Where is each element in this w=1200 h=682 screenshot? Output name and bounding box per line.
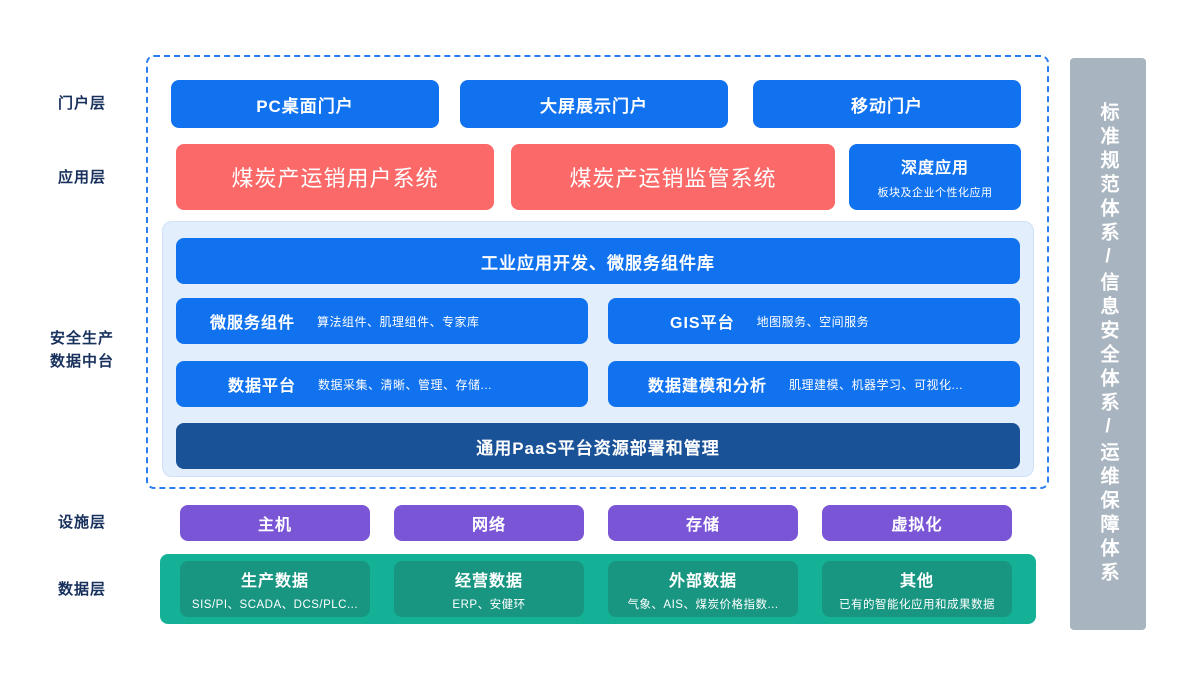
infra-box-host[interactable]: 主机 xyxy=(180,505,370,541)
midend-card-data-platform-content: 数据平台 数据采集、清晰、管理、存储... xyxy=(176,372,588,396)
infra-box-network-label: 网络 xyxy=(471,517,506,534)
row-label-data-midend-line2: 数据中台 xyxy=(49,353,114,370)
app-box-supervision-system-label: 煤炭产运销监管系统 xyxy=(569,166,777,191)
data-box-external-label: 外部数据 xyxy=(668,572,737,590)
infra-box-storage-label: 存储 xyxy=(685,517,720,534)
portal-box-mobile[interactable]: 移动门户 xyxy=(753,80,1021,128)
row-label-application-text: 应用层 xyxy=(57,169,106,186)
midend-card-gis-platform-label: GIS平台 xyxy=(670,315,735,332)
app-box-user-system[interactable]: 煤炭产运销用户系统 xyxy=(176,144,494,210)
midend-card-data-modeling-analysis[interactable]: 数据建模和分析 肌理建模、机器学习、可视化... xyxy=(608,361,1020,407)
midend-card-gis-platform[interactable]: GIS平台 地图服务、空间服务 xyxy=(608,298,1020,344)
midend-card-data-modeling-analysis-content: 数据建模和分析 肌理建模、机器学习、可视化... xyxy=(608,372,1020,396)
midend-card-data-modeling-analysis-sub: 肌理建模、机器学习、可视化... xyxy=(789,377,964,392)
data-box-other[interactable]: 其他 已有的智能化应用和成果数据 xyxy=(822,561,1012,617)
data-box-production-sub: SIS/PI、SCADA、DCS/PLC... xyxy=(191,598,359,611)
midend-bar-industrial-app-dev-label: 工业应用开发、微服务组件库 xyxy=(481,253,715,273)
row-label-data-text: 数据层 xyxy=(57,581,106,598)
portal-box-pc-desktop-label: PC桌面门户 xyxy=(256,96,354,116)
data-box-other-sub: 已有的智能化应用和成果数据 xyxy=(839,598,995,611)
midend-card-gis-platform-content: GIS平台 地图服务、空间服务 xyxy=(608,309,1020,333)
standards-security-operations-sidebar: 标准规范体系/信息安全体系/运维保障体系 xyxy=(1070,58,1146,630)
midend-card-data-platform-sub: 数据采集、清晰、管理、存储... xyxy=(318,377,493,392)
infra-box-host-label: 主机 xyxy=(257,517,292,534)
midend-bar-industrial-app-dev[interactable]: 工业应用开发、微服务组件库 xyxy=(176,238,1020,284)
row-label-application: 应用层 xyxy=(22,166,142,189)
row-label-infrastructure-text: 设施层 xyxy=(57,514,106,531)
app-box-deep-application[interactable]: 深度应用 板块及企业个性化应用 xyxy=(849,144,1021,210)
portal-box-large-screen-label: 大屏展示门户 xyxy=(540,96,648,116)
data-box-operations[interactable]: 经营数据 ERP、安健环 xyxy=(394,561,584,617)
infra-box-virtualization[interactable]: 虚拟化 xyxy=(822,505,1012,541)
portal-box-large-screen[interactable]: 大屏展示门户 xyxy=(460,80,728,128)
app-box-supervision-system[interactable]: 煤炭产运销监管系统 xyxy=(511,144,835,210)
portal-box-pc-desktop[interactable]: PC桌面门户 xyxy=(171,80,439,128)
platform-dashed-container xyxy=(146,55,1049,489)
portal-box-mobile-label: 移动门户 xyxy=(851,96,923,116)
data-box-external-sub: 气象、AIS、煤炭价格指数... xyxy=(627,598,779,611)
infra-box-storage[interactable]: 存储 xyxy=(608,505,798,541)
row-label-data-midend-line1: 安全生产 xyxy=(49,330,114,347)
standards-security-operations-sidebar-label: 标准规范体系/信息安全体系/运维保障体系 xyxy=(1097,102,1119,586)
midend-card-microservice-components-content: 微服务组件 算法组件、肌理组件、专家库 xyxy=(176,309,588,333)
midend-card-microservice-components-sub: 算法组件、肌理组件、专家库 xyxy=(317,314,480,329)
midend-card-data-modeling-analysis-label: 数据建模和分析 xyxy=(648,378,768,395)
row-label-portal: 门户层 xyxy=(22,92,142,115)
row-label-data: 数据层 xyxy=(22,578,142,601)
row-label-data-midend: 安全生产 数据中台 xyxy=(22,327,142,373)
row-label-infrastructure: 设施层 xyxy=(22,511,142,534)
app-box-deep-application-label: 深度应用 xyxy=(900,160,969,177)
midend-bar-paas-platform[interactable]: 通用PaaS平台资源部署和管理 xyxy=(176,423,1020,469)
data-box-operations-label: 经营数据 xyxy=(454,572,523,590)
midend-card-microservice-components[interactable]: 微服务组件 算法组件、肌理组件、专家库 xyxy=(176,298,588,344)
data-box-external[interactable]: 外部数据 气象、AIS、煤炭价格指数... xyxy=(608,561,798,617)
data-box-production[interactable]: 生产数据 SIS/PI、SCADA、DCS/PLC... xyxy=(180,561,370,617)
data-box-production-label: 生产数据 xyxy=(240,572,309,590)
app-box-deep-application-sub: 板块及企业个性化应用 xyxy=(877,187,993,199)
row-label-portal-text: 门户层 xyxy=(57,95,106,112)
app-box-user-system-label: 煤炭产运销用户系统 xyxy=(231,166,439,191)
midend-card-gis-platform-sub: 地图服务、空间服务 xyxy=(756,314,870,329)
midend-card-microservice-components-label: 微服务组件 xyxy=(210,315,296,332)
infra-box-network[interactable]: 网络 xyxy=(394,505,584,541)
data-box-other-label: 其他 xyxy=(899,572,934,590)
midend-bar-paas-platform-label: 通用PaaS平台资源部署和管理 xyxy=(476,438,720,458)
infra-box-virtualization-label: 虚拟化 xyxy=(891,517,943,534)
midend-card-data-platform[interactable]: 数据平台 数据采集、清晰、管理、存储... xyxy=(176,361,588,407)
data-box-operations-sub: ERP、安健环 xyxy=(452,598,526,611)
midend-card-data-platform-label: 数据平台 xyxy=(228,378,297,395)
